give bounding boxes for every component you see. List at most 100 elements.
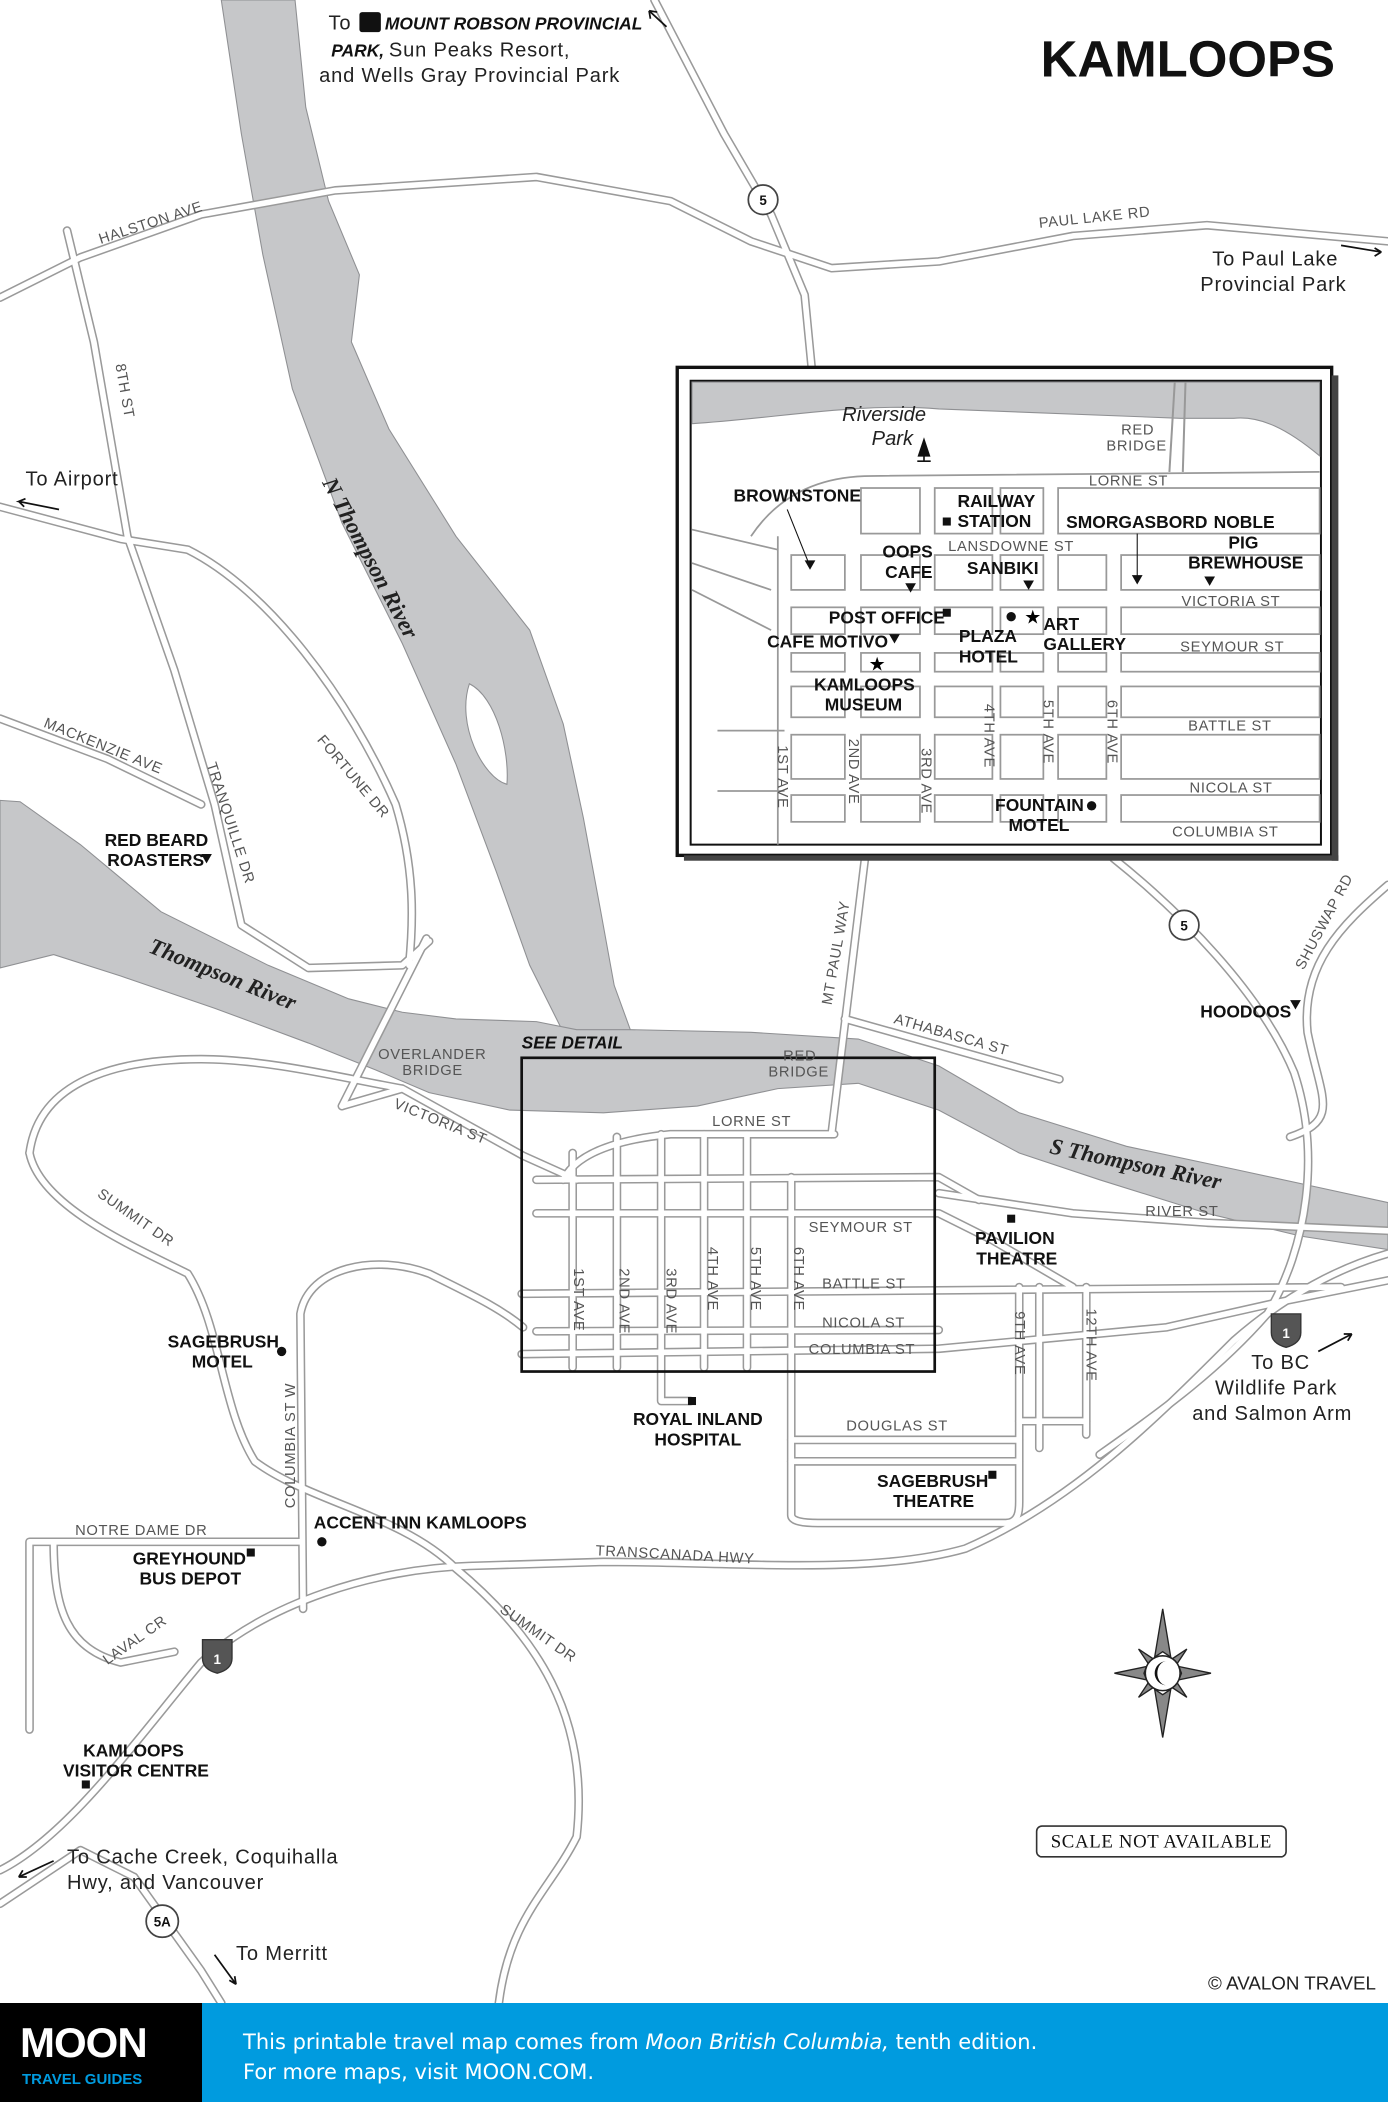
city-block [1057,652,1108,673]
restaurant-marker-icon [804,560,816,570]
map-title: KAMLOOPS [1041,30,1335,87]
inset-brownstone[interactable]: BROWNSTONE [734,485,861,505]
city-block [999,487,1045,535]
inset-fountain-motel[interactable]: MOTEL [1008,815,1069,835]
inset-noble-pig[interactable]: BREWHOUSE [1188,552,1303,572]
see-detail-label: SEE DETAIL [522,1032,623,1052]
inset-street-label: 2ND AVE [845,739,861,805]
poi-labels: RED BEARD ROASTERS SAGEBRUSH MOTEL ROYAL… [63,830,1301,1789]
road-fill [0,715,204,808]
poi-red-beard[interactable]: RED BEARD [105,830,209,850]
dest-bc-wildlife-1: To BC [1251,1352,1310,1374]
inset-post-office[interactable]: POST OFFICE [829,607,945,627]
city-block [933,733,994,780]
moon-logo[interactable]: MOON TRAVEL GUIDES [0,2003,202,2102]
footer-line2[interactable]: For more maps, visit MOON.COM. [243,2060,595,2084]
inset-noble-pig[interactable]: NOBLE [1214,512,1275,532]
road-fill [533,1327,942,1335]
road-fill [1287,882,1388,1140]
inset-sanbiki[interactable]: SANBIKI [967,558,1039,578]
arrow-icon [213,1954,237,1985]
inset-plaza-hotel[interactable]: PLAZA [959,626,1017,646]
detail-box[interactable] [520,1056,937,1373]
poi-pavilion-theatre[interactable]: THEATRE [976,1248,1057,1268]
inset-street-label: RED [1121,422,1154,438]
city-block [1057,554,1108,591]
poi-sagebrush-motel[interactable]: SAGEBRUSH [168,1331,279,1351]
poi-hoodoos[interactable]: HOODOOS [1200,1002,1291,1022]
inset-art-gallery[interactable]: GALLERY [1043,634,1126,654]
inset-oops-cafe[interactable]: OOPS [882,542,932,562]
city-block [1057,487,1321,535]
star-icon: ★ [1024,606,1041,627]
poi-accent-inn[interactable]: ACCENT INN KAMLOOPS [314,1512,527,1532]
inset-museum[interactable]: MUSEUM [825,695,902,715]
n-thompson-river [220,0,631,1060]
road-fill [0,1250,1388,1874]
footer-banner: MOON TRAVEL GUIDES This printable travel… [0,2003,1388,2102]
inset-railway-station[interactable]: STATION [958,511,1032,531]
poi-visitor-centre[interactable]: KAMLOOPS [83,1740,184,1760]
arrow-icon [1317,1333,1353,1353]
inset-cafe-motivo[interactable]: CAFE MOTIVO [767,632,888,652]
inset-smorgasbord[interactable]: SMORGASBORD [1066,512,1207,532]
city-block [999,733,1045,780]
street-label: 5TH AVE [747,1247,763,1311]
dest-airport: To Airport [25,468,118,490]
city-block [933,794,994,823]
city-block [790,652,846,673]
hotel-marker-icon [1086,801,1097,811]
inset-art-gallery[interactable]: ART [1043,614,1079,634]
city-block [1120,733,1321,780]
inset-museum[interactable]: KAMLOOPS [814,674,915,694]
inset-noble-pig[interactable]: PIG [1228,532,1258,552]
poi-greyhound[interactable]: BUS DEPOT [139,1569,241,1589]
inset-fountain-motel[interactable]: FOUNTAIN [995,795,1084,815]
inset-railway-station[interactable]: RAILWAY [958,491,1036,511]
road-fill [64,227,432,971]
city-block [999,652,1045,673]
compass-rose-icon [1114,1608,1212,1738]
inset-oops-cafe[interactable]: CAFE [885,562,932,582]
inset-park-label: Riverside [842,404,926,426]
road-network [0,0,1388,2003]
poi-royal-inland[interactable]: HOSPITAL [654,1429,741,1449]
dest-paul-lake-2: Provincial Park [1200,274,1346,296]
restaurant-marker-icon [889,634,900,644]
inset-plaza-hotel[interactable]: HOTEL [959,646,1018,666]
dest-robson-to: To [329,12,352,34]
street-label: 12TH AVE [1082,1309,1098,1382]
hwy5-shield-icon [747,184,779,216]
city-block [790,794,846,823]
city-block [933,685,994,719]
poi-red-beard[interactable]: ROASTERS [107,850,204,870]
arrow-icon [18,1860,55,1878]
inset-street-label: SEYMOUR ST [1180,640,1284,656]
city-block [1057,606,1108,636]
footer-line1-b: tenth edition. [888,2030,1038,2054]
street-label: OVERLANDER [378,1047,486,1063]
poi-greyhound[interactable]: GREYHOUND [133,1549,246,1569]
street-label: 2ND AVE [616,1268,632,1334]
poi-pavilion-theatre[interactable]: PAVILION [975,1228,1055,1248]
poi-royal-inland[interactable]: ROYAL INLAND [633,1409,763,1429]
street-label: NOTRE DAME DR [75,1523,207,1539]
poi-sagebrush-theatre[interactable]: SAGEBRUSH [877,1471,988,1491]
road-fill [533,1174,982,1203]
road-fill [184,546,415,969]
hwy-number: 5 [1180,918,1188,933]
poi-sagebrush-theatre[interactable]: THEATRE [893,1491,974,1511]
fortune-drive [183,545,417,970]
footer-book-title[interactable]: Moon British Columbia, [645,2030,889,2054]
building-marker-icon [687,1397,697,1406]
poi-sagebrush-motel[interactable]: MOTEL [192,1352,253,1372]
dest-paul-lake-1: To Paul Lake [1212,248,1338,270]
poi-visitor-centre[interactable]: VISITOR CENTRE [63,1760,209,1780]
street-label: NICOLA ST [822,1315,905,1331]
restaurant-marker-icon [1131,575,1143,585]
rivers [0,0,1388,1251]
dest-merritt: To Merritt [236,1943,328,1965]
building-marker-icon [942,517,951,526]
road-fill [0,1847,137,1907]
hwy5-shield-icon [1168,909,1200,941]
